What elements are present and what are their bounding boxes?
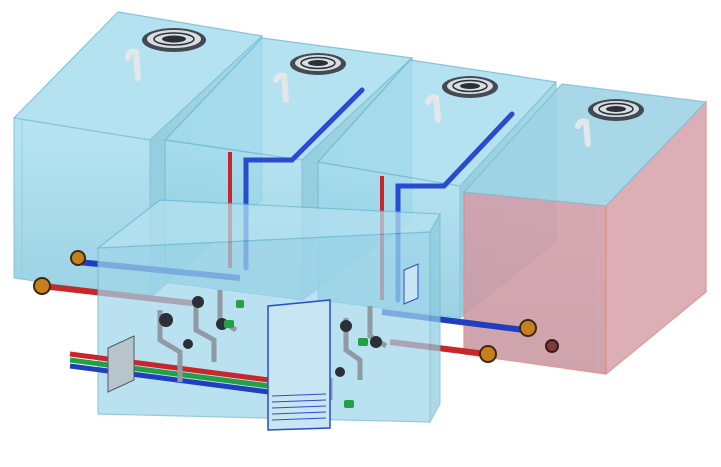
gooseneck-pipe-3 xyxy=(425,94,441,123)
green-fittings xyxy=(224,300,368,408)
vent-cap-4 xyxy=(588,99,644,121)
gooseneck-pipe-2 xyxy=(273,72,289,103)
vent-cap-2 xyxy=(290,53,346,75)
gooseneck-pipe-1 xyxy=(125,48,141,81)
louver-grille-icon xyxy=(107,263,419,431)
flange-icon xyxy=(33,250,559,363)
vent-cap-3 xyxy=(442,76,498,98)
vent-cap-1 xyxy=(142,28,206,52)
gooseneck-pipe-4 xyxy=(575,118,591,147)
